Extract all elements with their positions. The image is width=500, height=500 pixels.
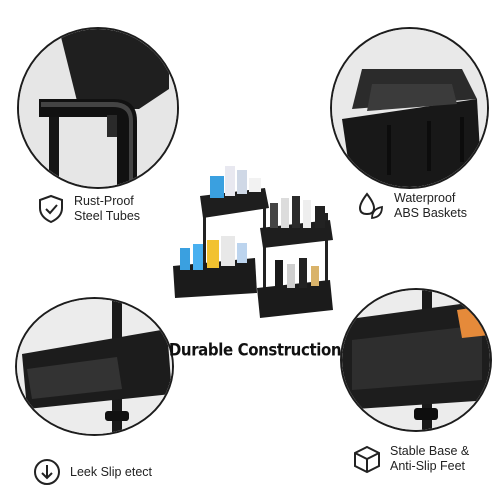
shield-check-icon	[36, 194, 66, 224]
steel-tube-photo	[19, 29, 177, 187]
basket-corner-photo	[17, 299, 172, 434]
feature-rust-line1: Rust-Proof	[74, 194, 134, 208]
organizer-product-image	[165, 148, 345, 323]
headline: Durable Construction	[168, 339, 342, 361]
detail-steel-tube-circle	[17, 27, 179, 189]
stable-base-photo	[342, 290, 490, 430]
feature-leak-line1: Leek Slip etect	[70, 464, 152, 479]
feature-stable-line1: Stable Base &	[390, 444, 470, 458]
detail-stable-base-circle	[340, 288, 492, 432]
feature-waterproof-line2: ABS Baskets	[394, 206, 467, 220]
abs-basket-photo	[332, 29, 487, 187]
feature-leak: Leek Slip etect	[32, 457, 152, 487]
detail-abs-basket-circle	[330, 27, 489, 189]
feature-waterproof-line1: Waterproof	[394, 191, 456, 205]
circle-down-arrow-icon	[32, 457, 62, 487]
cube-icon	[352, 444, 382, 474]
feature-rust-line2: Steel Tubes	[74, 209, 141, 223]
feature-stable: Stable Base & Anti-Slip Feet	[352, 444, 469, 474]
feature-waterproof: Waterproof ABS Baskets	[356, 191, 467, 221]
feature-rust-proof: Rust-Proof Steel Tubes	[36, 194, 140, 224]
water-drop-leaf-icon	[356, 191, 386, 221]
feature-stable-line2: Anti-Slip Feet	[390, 459, 466, 473]
detail-basket-corner-circle	[15, 297, 174, 436]
